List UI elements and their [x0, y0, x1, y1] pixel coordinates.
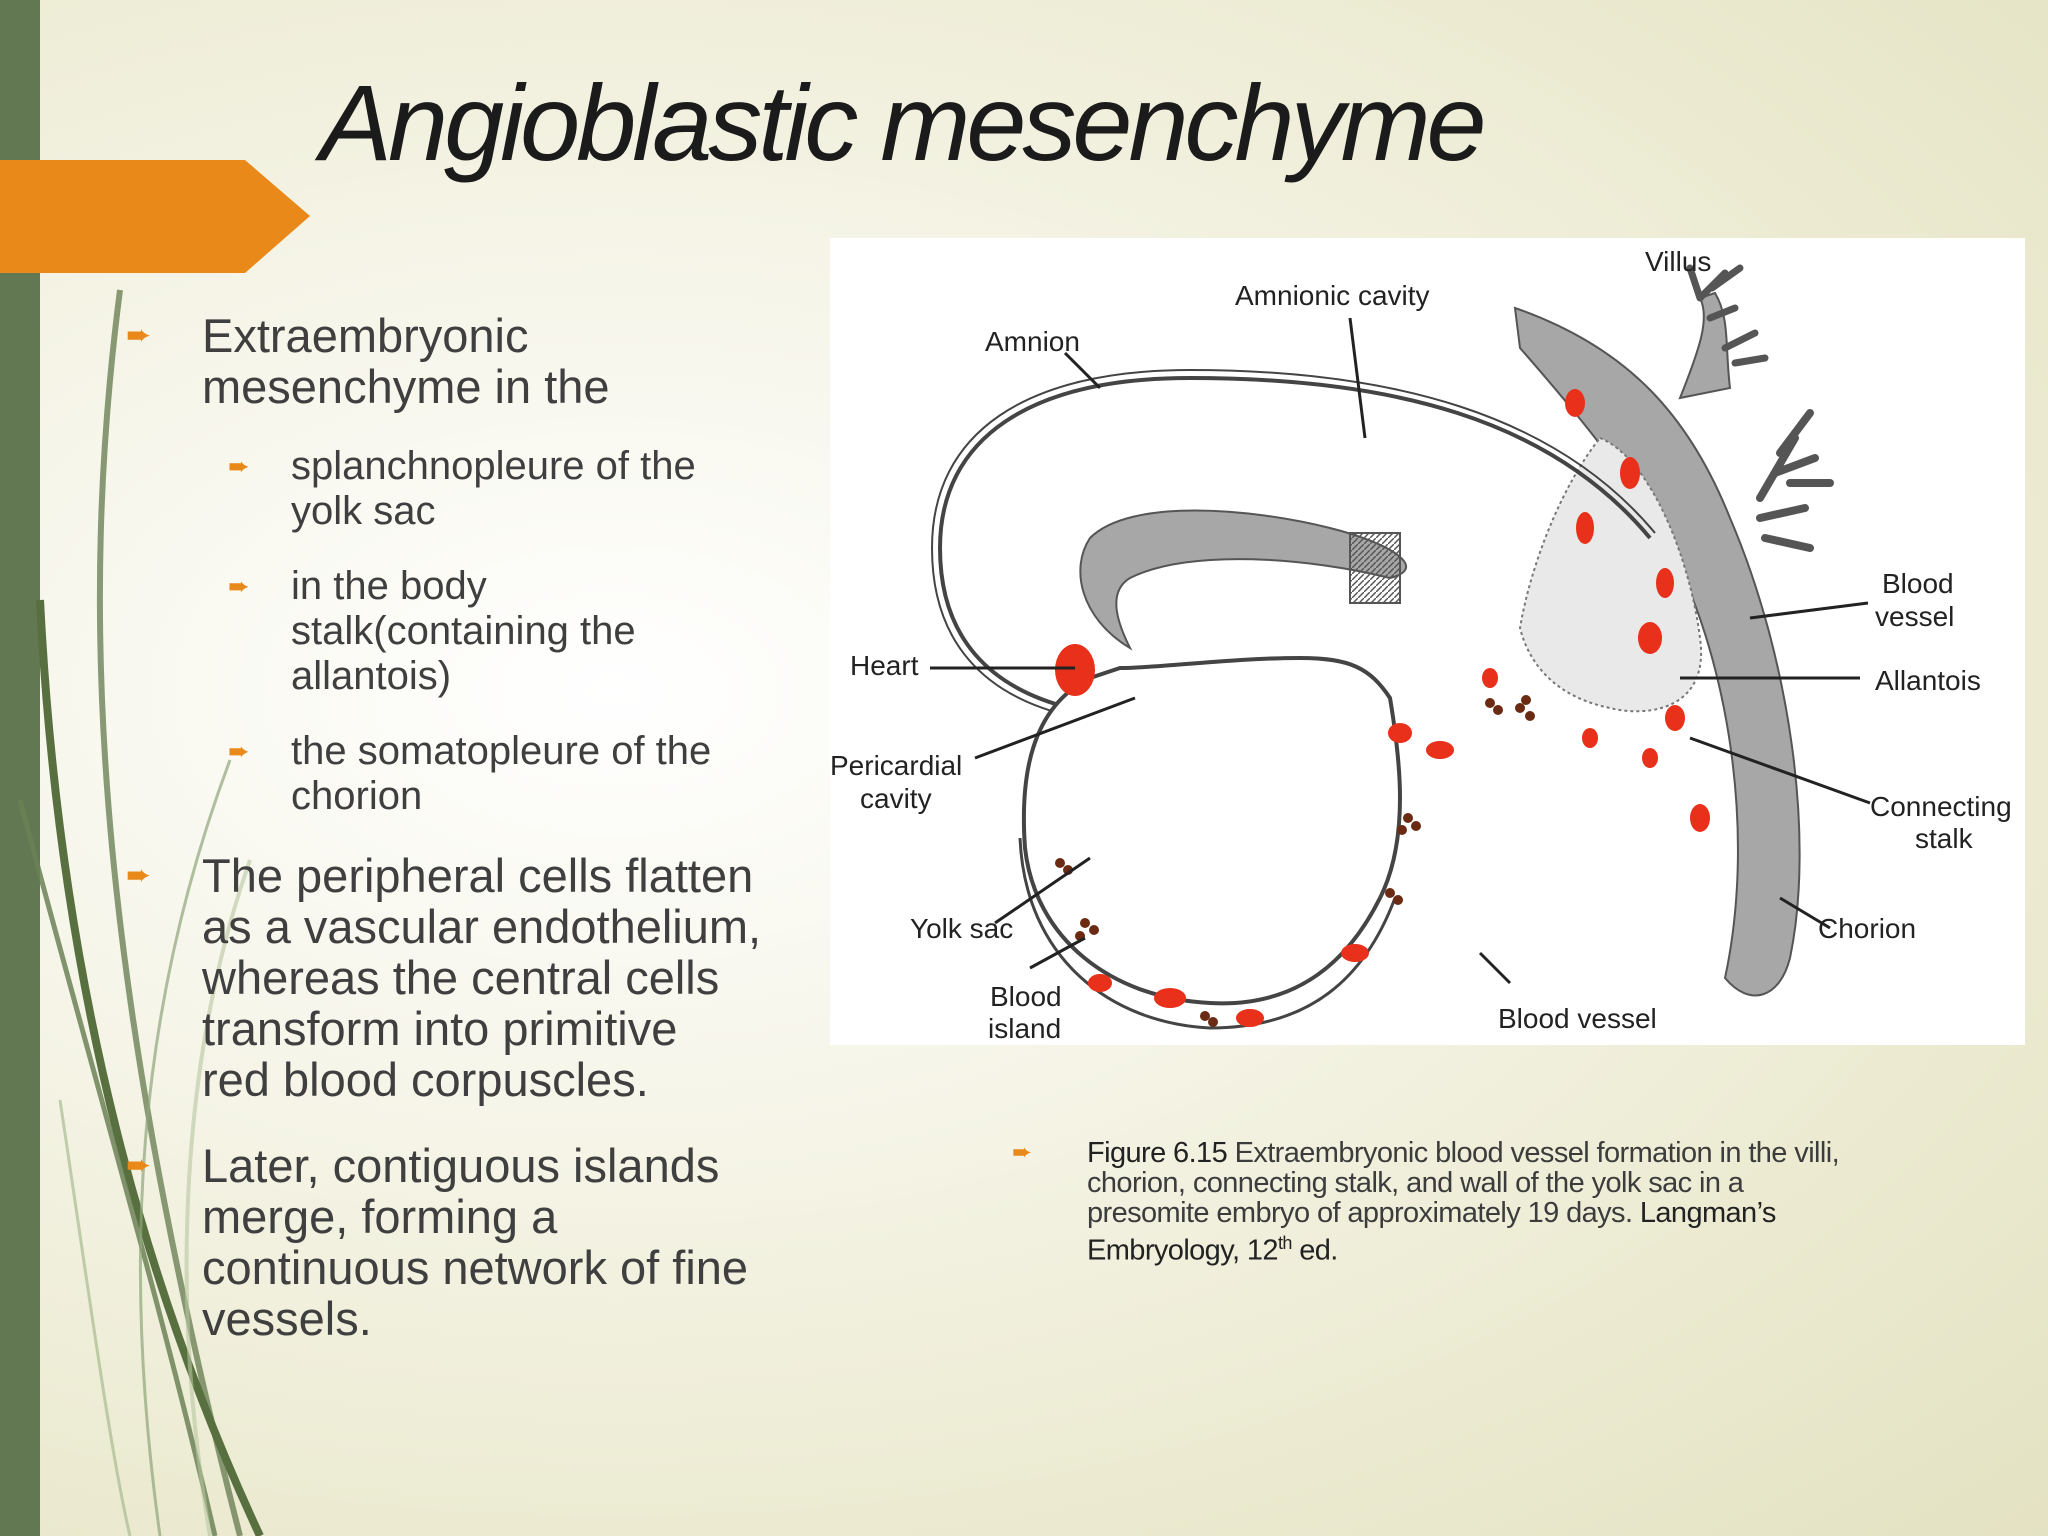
heart-shape	[1055, 644, 1095, 696]
bullet-arrow-icon: ➨	[1012, 1139, 1032, 1166]
bullet-arrow-icon: ➨	[228, 736, 250, 766]
bullet-text-line: vessels.	[202, 1292, 372, 1345]
label-amnionic-cavity: Amnionic cavity	[1235, 280, 1430, 311]
label-blood-vessel-right-2: vessel	[1875, 601, 1954, 632]
bullet-extraembryonic: ➨ Extraembryonic mesenchyme in the	[126, 310, 610, 412]
bullet-arrow-icon: ➨	[228, 451, 250, 481]
label-allantois: Allantois	[1875, 665, 1981, 696]
label-blood-island-2: island	[988, 1013, 1061, 1044]
bullet-arrow-icon: ➨	[126, 319, 152, 352]
bullet-text-line: splanchnopleure of the	[291, 444, 696, 488]
bullet-text-line: stalk(containing the	[291, 609, 636, 653]
sub-bullet-splanchnopleure: ➨ splanchnopleure of the yolk sac	[228, 444, 696, 534]
allantois-hatch	[1349, 532, 1401, 604]
sub-bullet-body-stalk: ➨ in the body stalk(containing the allan…	[228, 564, 636, 699]
slide-title: Angioblastic mesenchyme	[320, 62, 1487, 183]
label-connecting: Connecting	[1870, 791, 2012, 822]
bullet-text-line: the somatopleure of the	[291, 729, 712, 773]
label-blood-island: Blood	[990, 981, 1062, 1012]
bullet-text-line: continuous network of fine	[202, 1241, 749, 1294]
label-amnion: Amnion	[985, 326, 1080, 357]
caption-figure-ref: Figure 6.15	[1087, 1137, 1228, 1169]
label-chorion: Chorion	[1818, 913, 1916, 944]
caption-line-2: chorion, connecting stalk, and wall of t…	[1087, 1167, 1744, 1199]
caption-line-3: presomite embryo of approximately 19 day…	[1087, 1197, 1640, 1229]
label-heart: Heart	[850, 650, 919, 681]
bullet-text-line: yolk sac	[291, 489, 436, 533]
bullet-text-line: mesenchyme in the	[202, 360, 610, 413]
blood-vessel-spots	[1088, 389, 1710, 1027]
bullet-text-line: as a vascular endothelium,	[202, 900, 762, 953]
bullet-text-line: The peripheral cells flatten	[202, 849, 754, 902]
caption-line-1: Extraembryonic blood vessel formation in…	[1227, 1137, 1840, 1169]
villus-branches	[1686, 264, 1769, 367]
bullet-arrow-icon: ➨	[126, 859, 152, 892]
sub-bullet-somatopleure: ➨ the somatopleure of the chorion	[228, 729, 711, 819]
villus-shape	[1678, 291, 1732, 400]
caption-line-4-end: ed.	[1291, 1234, 1338, 1267]
bullet-arrow-icon: ➨	[228, 571, 250, 601]
label-pericardial-cavity: cavity	[860, 783, 932, 814]
bullet-arrow-icon: ➨	[126, 1149, 152, 1182]
caption-superscript: th	[1277, 1233, 1292, 1253]
embryo-diagram-figure: Villus Amnionic cavity Amnion Heart Peri…	[830, 238, 2025, 1045]
label-blood-vessel-right: Blood	[1882, 568, 1954, 599]
bullet-text-line: chorion	[291, 774, 423, 818]
leader-lines	[930, 317, 1871, 985]
bullet-text-line: in the body	[291, 564, 487, 608]
caption-source: Langman’s	[1639, 1197, 1777, 1229]
yolk-sac	[1021, 655, 1402, 1006]
bullet-contiguous-islands: ➨ Later, contiguous islands merge, formi…	[126, 1140, 748, 1344]
bullet-list: ➨ Extraembryonic mesenchyme in the ➨ spl…	[0, 0, 820, 1400]
label-yolk-sac: Yolk sac	[910, 913, 1013, 944]
label-villus: Villus	[1645, 246, 1711, 277]
bullet-text-line: Later, contiguous islands	[202, 1139, 720, 1192]
label-blood-vessel-bottom: Blood vessel	[1498, 1003, 1657, 1034]
bullet-text-line: allantois)	[291, 654, 452, 698]
bullet-text-line: Extraembryonic	[202, 309, 529, 362]
bullet-text-line: transform into primitive	[202, 1002, 678, 1055]
amnion-membrane	[937, 375, 1652, 710]
bullet-text-line: merge, forming a	[202, 1190, 558, 1243]
label-pericardial: Pericardial	[830, 750, 962, 781]
label-connecting-stalk: stalk	[1915, 823, 1974, 854]
bullet-text-line: red blood corpuscles.	[202, 1053, 649, 1106]
caption-line-4: Embryology, 12	[1087, 1234, 1279, 1267]
orange-arrow-tab	[0, 160, 310, 273]
villus-branches-lower	[1756, 409, 1834, 552]
bullet-peripheral-cells: ➨ The peripheral cells flatten as a vasc…	[126, 850, 761, 1105]
caption-text: Figure 6.15 Extraembryonic blood vessel …	[1087, 1138, 1987, 1266]
bullet-text-line: whereas the central cells	[202, 951, 720, 1004]
embryo-diagram: Villus Amnionic cavity Amnion Heart Peri…	[830, 246, 2012, 1044]
